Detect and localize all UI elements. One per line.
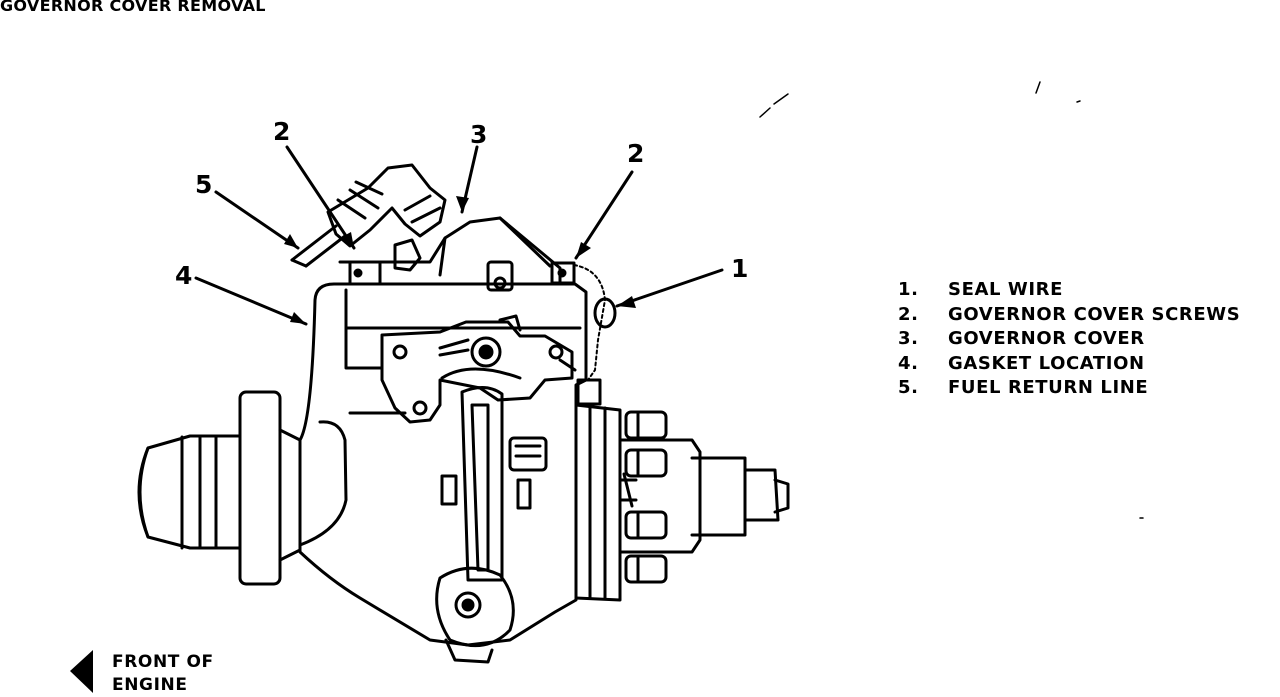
callout-4: 4 xyxy=(175,261,193,290)
governor-cover xyxy=(338,216,576,292)
callout-3: 3 xyxy=(470,120,488,149)
leader-2-left xyxy=(285,145,356,250)
leader-1 xyxy=(615,268,724,308)
arrow-left-icon xyxy=(70,650,93,693)
seal-wire xyxy=(573,264,606,381)
legend-number: 1. xyxy=(898,279,919,300)
leader-2-right xyxy=(574,170,634,260)
front-of-engine-label: FRONT OF ENGINE xyxy=(112,651,214,697)
callout-2-right: 2 xyxy=(627,139,645,168)
legend-label: SEAL WIRE xyxy=(948,279,1064,300)
fuel-return-fitting xyxy=(290,163,447,268)
page-title: GOVERNOR COVER REMOVAL xyxy=(0,0,266,15)
pump-housing xyxy=(298,282,588,647)
legend-item: 1. SEAL WIRE xyxy=(898,279,1240,304)
throttle-link xyxy=(435,386,515,664)
leader-arrowheads xyxy=(284,196,636,324)
arrowhead-2-right xyxy=(576,242,591,258)
arrowhead-1 xyxy=(617,296,636,308)
legend-item: 4. GASKET LOCATION xyxy=(898,353,1240,378)
callout-1: 1 xyxy=(731,254,749,283)
legend-number: 4. xyxy=(898,352,919,374)
leader-lines xyxy=(194,145,724,326)
legend-item: 3. GOVERNOR COVER xyxy=(898,328,1240,353)
legend-number: 5. xyxy=(898,377,919,398)
legend-label: GOVERNOR COVER SCREWS xyxy=(948,303,1241,325)
seal-wire-tag xyxy=(593,297,617,329)
arrowhead-3 xyxy=(456,196,469,212)
callout-2-left: 2 xyxy=(273,117,291,146)
leader-5 xyxy=(214,190,300,250)
legend: 1. SEAL WIRE 2. GOVERNOR COVER SCREWS 3. GO… xyxy=(898,279,1240,402)
arrowhead-2-left xyxy=(340,232,354,248)
legend-item: 5. FUEL RETURN LINE xyxy=(898,377,1240,402)
scan-marks xyxy=(759,81,1144,519)
pump-drive-end xyxy=(137,390,302,586)
legend-item: 2. GOVERNOR COVER SCREWS xyxy=(898,304,1240,329)
callout-5: 5 xyxy=(195,170,213,199)
arrowhead-5 xyxy=(284,234,298,248)
leader-4 xyxy=(194,276,308,326)
housing-bolts xyxy=(440,378,602,510)
arrowhead-4 xyxy=(290,312,306,324)
legend-number: 2. xyxy=(898,303,919,325)
legend-label: GOVERNOR COVER xyxy=(948,328,1145,349)
front-label-line2: ENGINE xyxy=(112,675,188,695)
legend-number: 3. xyxy=(898,328,919,349)
distributor-head xyxy=(574,403,790,602)
legend-label: GASKET LOCATION xyxy=(948,352,1145,374)
legend-label: FUEL RETURN LINE xyxy=(948,377,1149,398)
throttle-lever xyxy=(380,314,574,424)
front-label-line1: FRONT OF xyxy=(112,652,214,672)
